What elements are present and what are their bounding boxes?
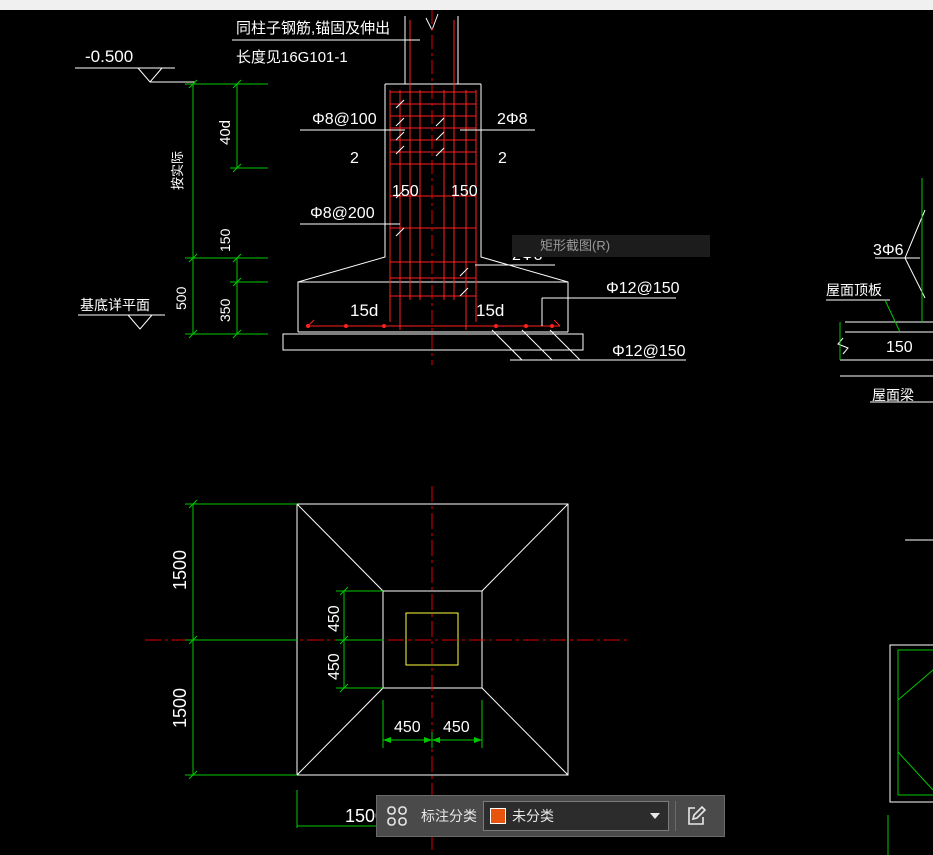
- dim-150-vertical: 150: [217, 228, 233, 252]
- rebar-ticks: [395, 99, 469, 297]
- title-bar-strip: [0, 0, 933, 10]
- plan-view: 1500 1500 450 450 450 450 1500: [145, 486, 628, 850]
- category-color-swatch: [490, 808, 506, 824]
- right-dim-150: 150: [886, 339, 913, 356]
- grid-icon[interactable]: [377, 796, 417, 836]
- tooltip-label: 矩形截图(R): [540, 238, 611, 253]
- plan-dimensions: [185, 499, 483, 828]
- category-value: 未分类: [512, 808, 554, 824]
- dim-450-h-right: 450: [443, 719, 470, 736]
- section-view: 同柱子钢筋,锚固及伸出 长度见16G101-1 -0.500 40d 按实际 1…: [75, 10, 686, 365]
- dim-150-left: 150: [392, 183, 419, 200]
- column-section: [405, 612, 459, 666]
- rebar-dots: [306, 324, 554, 328]
- dim-350-vertical: 350: [217, 298, 233, 322]
- vertical-note: 按实际: [170, 151, 185, 190]
- anchor-15d-right: 15d: [476, 301, 504, 320]
- rebar-2phi8-top: 2Φ8: [497, 111, 528, 128]
- dim-1500-bottom: 1500: [170, 688, 190, 728]
- dim-40d: 40d: [217, 120, 234, 145]
- dim-150-right: 150: [451, 183, 478, 200]
- category-label: 标注分类: [421, 808, 477, 824]
- plan-arrows: [383, 737, 482, 743]
- rebar-phi8-200: Φ8@200: [310, 205, 375, 222]
- rebar-phi12-150-top: Φ12@150: [606, 280, 680, 297]
- rebar-cage: [307, 20, 561, 330]
- dim-450-v-bottom: 450: [326, 653, 343, 680]
- roof-slab-label: 屋面顶板: [826, 282, 882, 298]
- rebar-phi8-100: Φ8@100: [312, 111, 377, 128]
- category-select[interactable]: 未分类: [483, 801, 669, 831]
- chevron-down-icon: [650, 813, 660, 819]
- plan-centerlines: [145, 486, 628, 850]
- toolbar-divider: [675, 801, 676, 831]
- annotation-toolbar: 标注分类 未分类: [376, 795, 725, 837]
- dim-450-h-left: 450: [394, 719, 421, 736]
- column-outline: [282, 13, 584, 351]
- rebar-2phi8-top-sub: 2: [498, 150, 507, 167]
- dim-1500-h: 1500: [345, 806, 385, 826]
- right-detail: 3Φ6 屋面顶板 150 屋面梁: [826, 178, 933, 855]
- rebar-phi12-150-bottom: Φ12@150: [612, 343, 686, 360]
- rebar-3phi6: 3Φ6: [873, 242, 904, 259]
- screenshot-tooltip: 矩形截图(R): [512, 235, 710, 257]
- rebar-phi8-100-sub: 2: [350, 150, 359, 167]
- edit-icon[interactable]: [676, 796, 716, 836]
- dim-1500-top: 1500: [170, 550, 190, 590]
- anchor-15d-left: 15d: [350, 301, 378, 320]
- section-dimensions: [185, 79, 268, 339]
- dim-450-v-top: 450: [326, 605, 343, 632]
- note-line-2: 长度见16G101-1: [236, 49, 348, 66]
- elevation-label: -0.500: [85, 47, 133, 66]
- roof-beam-label: 屋面梁: [872, 387, 914, 403]
- dim-500-vertical: 500: [173, 286, 189, 310]
- elevation-markers: [127, 67, 195, 330]
- base-label: 基底详平面: [80, 297, 150, 313]
- note-line-1: 同柱子钢筋,锚固及伸出: [236, 20, 390, 37]
- leaders: [75, 39, 686, 361]
